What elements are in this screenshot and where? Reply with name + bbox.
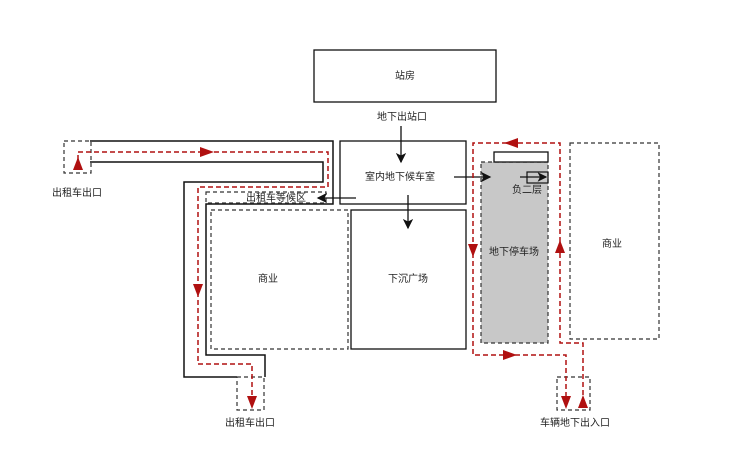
- parking-top-block: [493, 151, 549, 163]
- route-arrow-up-icon: [578, 395, 588, 408]
- route-arrow-down-icon: [247, 396, 257, 409]
- vehicle-entrance-gate: [556, 376, 591, 411]
- taxi-exit-bottom-label: 出租车出口: [225, 416, 275, 429]
- parking-label: 地下停车场: [489, 245, 539, 258]
- taxi-route: [77, 151, 329, 405]
- underground-exit-label: 地下出站口: [377, 110, 427, 123]
- waiting-room-label: 室内地下候车室: [365, 170, 435, 183]
- b2-label: 负二层: [512, 183, 542, 196]
- taxi-road-outer: [90, 140, 334, 377]
- route-arrow-left-icon: [504, 138, 518, 148]
- vehicle-route-in: [472, 142, 584, 405]
- station-building: [313, 49, 497, 103]
- commercial-left: [210, 209, 349, 350]
- route-arrow-down-icon: [561, 396, 571, 409]
- route-arrow-down-icon: [468, 244, 478, 257]
- sunken-plaza-label: 下沉广场: [388, 272, 428, 285]
- route-arrow-right-icon: [503, 350, 517, 360]
- route-arrow-down-icon: [193, 284, 203, 297]
- route-arrow-right-icon: [200, 147, 214, 157]
- vehicle-entrance-label: 车辆地下出入口: [540, 416, 610, 429]
- route-arrow-up-icon: [555, 240, 565, 253]
- taxi-exit-bottom-gate: [236, 376, 265, 411]
- taxi-waiting-label: 出租车等候区: [246, 191, 306, 204]
- commercial-right-label: 商业: [602, 237, 622, 250]
- commercial-right: [569, 142, 660, 340]
- taxi-waiting-area: [205, 191, 327, 204]
- taxi-exit-top-gate: [63, 140, 92, 174]
- waiting-room: [339, 140, 467, 205]
- underground-parking: [480, 161, 549, 344]
- taxi-road-inner: [90, 161, 324, 378]
- taxi-exit-top-label: 出租车出口: [52, 186, 102, 199]
- commercial-left-label: 商业: [258, 272, 278, 285]
- route-arrow-up-icon: [73, 157, 83, 170]
- station-label: 站房: [395, 69, 415, 82]
